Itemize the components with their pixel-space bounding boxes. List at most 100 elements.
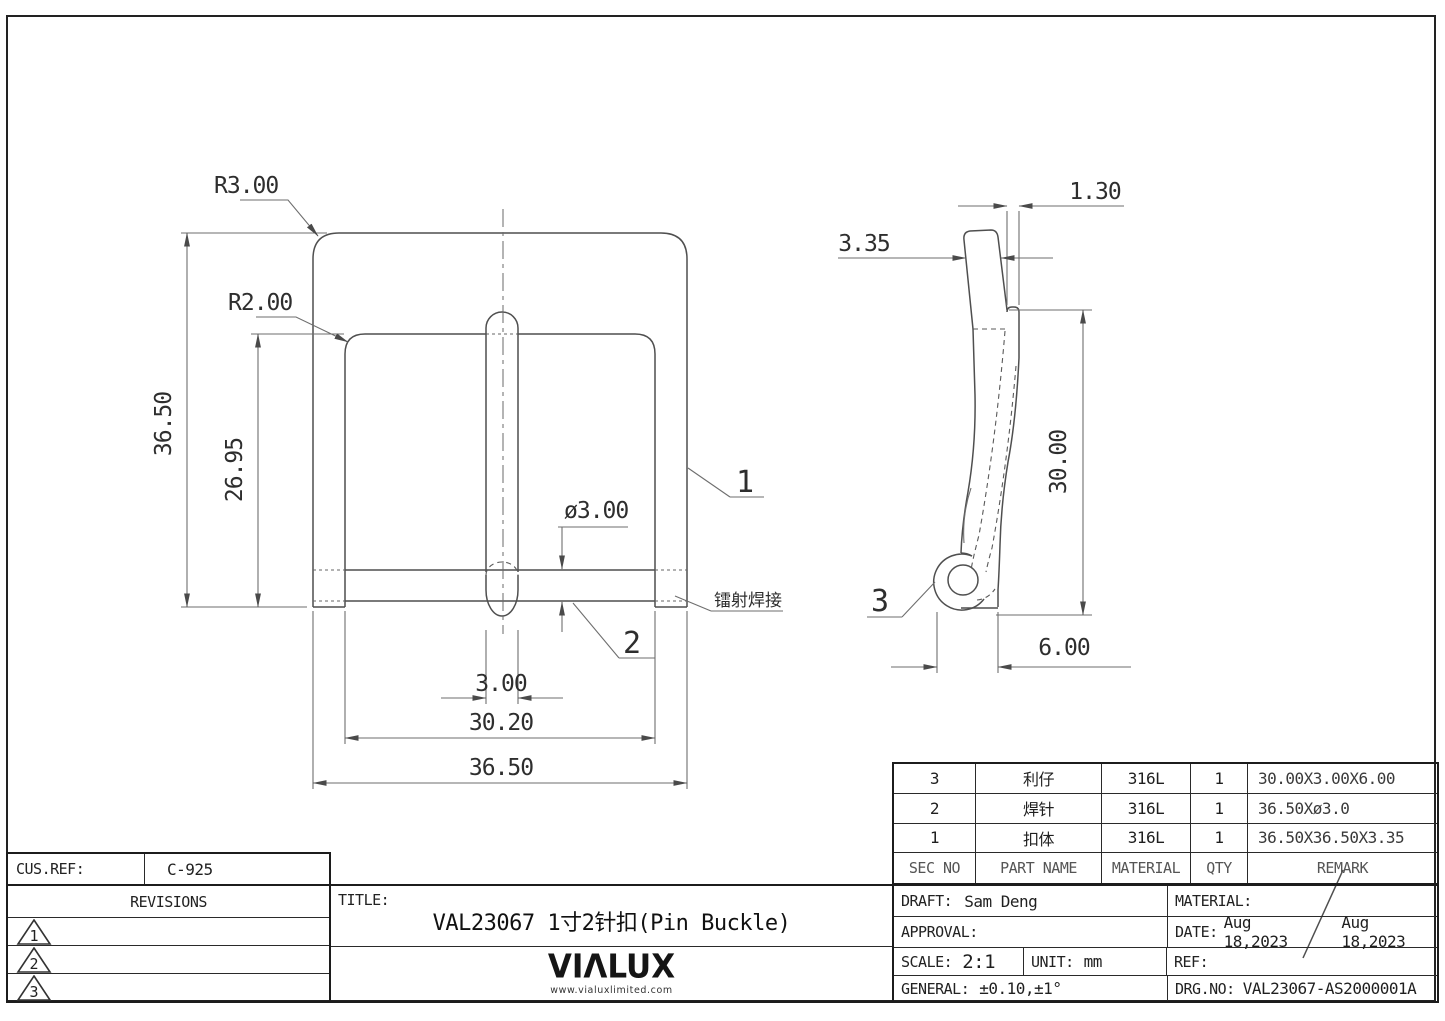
revision-triangle-icon: 1 bbox=[16, 918, 52, 945]
svg-text:3.00: 3.00 bbox=[475, 671, 527, 697]
svg-text:1.30: 1.30 bbox=[1069, 179, 1121, 205]
scale-unit-ref-row: SCALE: 2:1 UNIT: mm REF: bbox=[894, 948, 1437, 976]
scale-cell: SCALE: 2:1 bbox=[894, 948, 1024, 975]
side-frame-top bbox=[963, 229, 1008, 330]
svg-text:30.00: 30.00 bbox=[1046, 430, 1072, 494]
balloon-keeper: 3 bbox=[867, 581, 936, 619]
revision-row: 2 bbox=[8, 946, 329, 974]
side-body-bulge bbox=[963, 487, 972, 544]
svg-text:3.35: 3.35 bbox=[838, 231, 889, 257]
drg-no-label: DRG.NO: bbox=[1175, 979, 1235, 998]
svg-text:1: 1 bbox=[736, 465, 753, 500]
svg-text:36.50: 36.50 bbox=[151, 392, 177, 456]
ref-label: REF: bbox=[1174, 952, 1209, 971]
cus-ref-label: CUS.REF: bbox=[8, 854, 145, 884]
logo-row: VIΛLUX www.vialuxlimited.com bbox=[331, 947, 892, 1001]
material-label: MATERIAL: bbox=[1175, 892, 1252, 910]
cus-ref-block: CUS.REF: C-925 bbox=[6, 852, 331, 886]
tongue-curl-tip bbox=[485, 575, 519, 617]
svg-text:R2.00: R2.00 bbox=[228, 290, 292, 316]
pin-bar-hidden-ends bbox=[313, 569, 687, 602]
material-cell: MATERIAL: bbox=[1168, 886, 1437, 916]
parts-table: 3 利仔 316L 1 30.00X3.00X6.00 2 焊针 316L 1 … bbox=[892, 762, 1439, 885]
part-material: 316L bbox=[1102, 764, 1191, 794]
dim-radius-inner: R2.00 bbox=[228, 290, 349, 343]
svg-text:36.50: 36.50 bbox=[469, 755, 533, 781]
revision-triangle-icon: 2 bbox=[16, 946, 52, 973]
approval-date-row: APPROVAL: DATE: Aug 18,2023 Aug 18,2023 bbox=[894, 913, 1437, 951]
date-value: Aug 18,2023 bbox=[1223, 913, 1288, 951]
svg-text:26.95: 26.95 bbox=[222, 438, 248, 502]
cus-ref-value: C-925 bbox=[167, 859, 213, 879]
part-sec-no: 3 bbox=[894, 764, 976, 794]
ref-cell: REF: bbox=[1167, 948, 1437, 975]
scale-value: 2:1 bbox=[962, 950, 996, 973]
vialux-logo: VIΛLUX bbox=[547, 948, 676, 986]
tongue-curl-hidden bbox=[485, 561, 519, 576]
keeper-curl-inner bbox=[947, 564, 979, 596]
dim-height-inner: 26.95 bbox=[222, 333, 344, 608]
parts-header-qty: QTY bbox=[1191, 853, 1248, 883]
side-view: 1.30 3.35 30.00 6.00 bbox=[838, 179, 1131, 673]
revisions-block: REVISIONS 1 2 3 bbox=[6, 884, 331, 1003]
title-row: TITLE: VAL23067 1寸2针扣(Pin Buckle) bbox=[331, 886, 892, 947]
part-name: 利仔 bbox=[976, 764, 1102, 794]
general-cell: GENERAL: ±0.10,±1° bbox=[894, 976, 1168, 1001]
front-view: 36.50 26.95 R3.00 R2.00 ø3.00 bbox=[151, 173, 783, 789]
side-hidden-edges bbox=[970, 330, 1017, 601]
general-label: GENERAL: bbox=[901, 979, 970, 998]
unit-value: mm bbox=[1083, 952, 1103, 971]
svg-text:镭射焊接: 镭射焊接 bbox=[714, 591, 782, 611]
svg-text:1: 1 bbox=[29, 927, 38, 945]
balloon-frame: 1 bbox=[687, 465, 764, 500]
draft-cell: DRAFT: Sam Deng bbox=[894, 886, 1168, 916]
drg-no-cell: DRG.NO: VAL23067-AS2000001A bbox=[1168, 976, 1437, 1001]
title-label: TITLE: bbox=[338, 891, 390, 909]
svg-text:6.00: 6.00 bbox=[1038, 635, 1090, 661]
dim-keeper-width: 6.00 bbox=[891, 612, 1131, 673]
draft-value: Sam Deng bbox=[964, 891, 1038, 911]
tongue-outline bbox=[485, 311, 519, 572]
date-label: DATE: bbox=[1175, 923, 1218, 941]
vialux-website: www.vialuxlimited.com bbox=[550, 985, 673, 996]
pin-bar-outline bbox=[345, 569, 655, 602]
part-name: 焊针 bbox=[976, 793, 1102, 824]
dim-keeper-height: 30.00 bbox=[996, 309, 1092, 616]
keeper-curl-outer bbox=[932, 552, 985, 611]
side-pin-and-body-right bbox=[997, 306, 1020, 607]
revision-triangle-icon: 3 bbox=[16, 974, 52, 1001]
dim-radius-outer: R3.00 bbox=[214, 173, 319, 237]
revisions-header: REVISIONS bbox=[8, 886, 329, 918]
dim-tongue-width: 3.00 bbox=[441, 630, 563, 704]
title-block: DRAFT: Sam Deng MATERIAL: APPROVAL: DATE… bbox=[892, 884, 1439, 1003]
revision-row: 1 bbox=[8, 918, 329, 946]
svg-text:3: 3 bbox=[871, 584, 888, 619]
part-qty: 1 bbox=[1191, 823, 1248, 854]
parts-header-material: MATERIAL bbox=[1102, 853, 1191, 883]
date-value-2: Aug 18,2023 bbox=[1341, 913, 1406, 951]
unit-cell: UNIT: mm bbox=[1024, 948, 1167, 975]
frame-inner-outline bbox=[344, 333, 656, 607]
draft-label: DRAFT: bbox=[901, 892, 953, 910]
dim-pin-thickness: 1.30 bbox=[958, 179, 1124, 305]
side-body-left bbox=[960, 328, 976, 554]
part-sec-no: 2 bbox=[894, 793, 976, 824]
part-qty: 1 bbox=[1191, 793, 1248, 824]
dim-frame-thickness: 3.35 bbox=[838, 231, 1053, 261]
revision-row: 3 bbox=[8, 974, 329, 1001]
part-remark: 30.00X3.00X6.00 bbox=[1248, 764, 1437, 794]
part-remark: 36.50X36.50X3.35 bbox=[1248, 824, 1437, 854]
parts-header-part-name: PART NAME bbox=[976, 853, 1102, 883]
general-drgno-row: GENERAL: ±0.10,±1° DRG.NO: VAL23067-AS20… bbox=[894, 976, 1437, 1001]
svg-text:2: 2 bbox=[29, 955, 38, 973]
part-name: 扣体 bbox=[976, 823, 1102, 854]
balloon-pin-bar: 2 bbox=[572, 602, 655, 661]
date-cell: DATE: Aug 18,2023 Aug 18,2023 bbox=[1168, 913, 1437, 951]
dim-width-outer: 36.50 bbox=[312, 611, 688, 789]
svg-text:R3.00: R3.00 bbox=[214, 173, 278, 199]
dim-width-inner: 30.20 bbox=[344, 611, 656, 744]
dim-bar-diameter: ø3.00 bbox=[558, 498, 629, 632]
general-value: ±0.10,±1° bbox=[979, 979, 1062, 998]
